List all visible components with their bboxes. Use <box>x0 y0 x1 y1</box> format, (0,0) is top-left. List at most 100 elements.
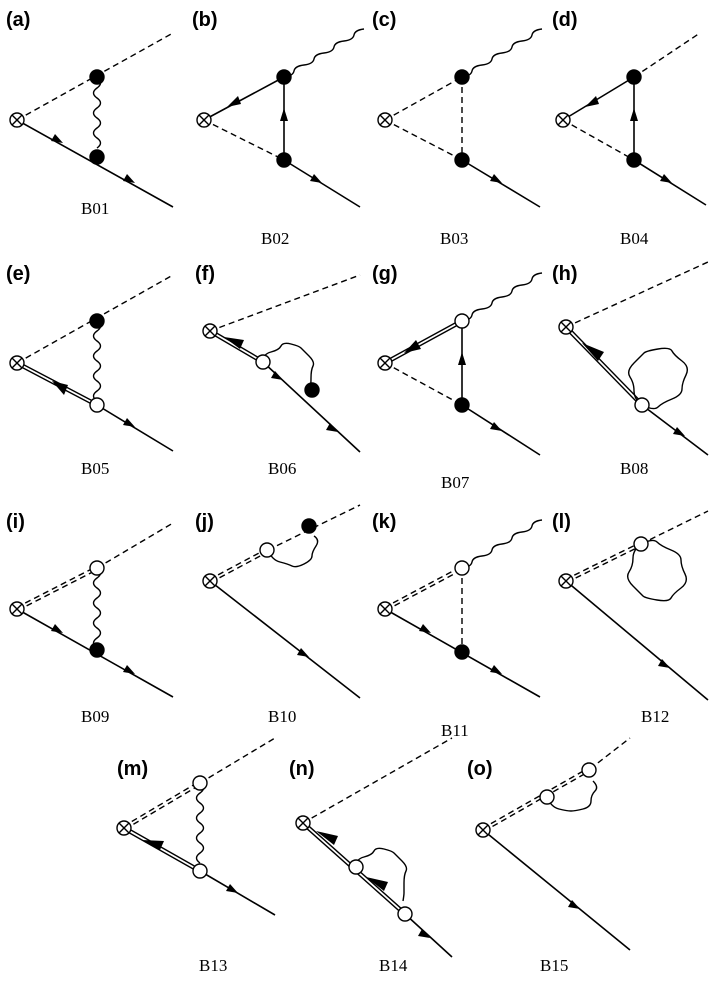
dashed-line <box>96 522 174 569</box>
arrow-icon <box>458 352 466 365</box>
wavy-line <box>461 519 543 569</box>
diagram-name: B01 <box>81 199 109 218</box>
panel-label: (e) <box>6 263 30 285</box>
fermion-line <box>96 404 174 452</box>
arrow-icon <box>585 96 599 107</box>
vertex-open <box>581 762 597 778</box>
panel-m: (m) B13 <box>116 737 276 975</box>
arrow-icon <box>316 831 338 845</box>
otimes-icon <box>202 573 218 589</box>
wavy-line <box>546 780 598 812</box>
wavy-line <box>461 272 543 322</box>
vertex-open <box>192 775 208 791</box>
vertex-open <box>454 313 470 329</box>
wavy-line <box>627 347 689 410</box>
vertex-open <box>255 354 271 370</box>
vertex-open <box>539 789 555 805</box>
dashed-line <box>209 274 361 332</box>
arrow-icon <box>658 659 670 668</box>
vertex-open <box>192 863 208 879</box>
panel-c: (c) B03 <box>372 9 543 248</box>
otimes-icon <box>202 323 218 339</box>
panel-o: (o) B15 <box>467 737 631 975</box>
wavy-line <box>626 539 688 602</box>
diagram-name: B15 <box>540 956 568 975</box>
dashed-line <box>384 362 463 406</box>
panel-n: (n) B14 <box>289 737 453 975</box>
fermion-line <box>199 870 276 916</box>
arrow-icon <box>419 624 431 633</box>
panel-h: (h) B08 <box>552 261 709 478</box>
diagram-name: B10 <box>268 707 296 726</box>
vertex-filled <box>454 69 470 85</box>
vertex-open <box>634 397 650 413</box>
arrow-icon <box>490 665 502 674</box>
panel-label: (j) <box>195 511 214 533</box>
diagram-name: B05 <box>81 459 109 478</box>
panel-i: (i) B09 <box>6 511 174 726</box>
vertex-open <box>397 906 413 922</box>
arrow-icon <box>51 134 63 143</box>
arrow-icon <box>226 884 238 893</box>
vertex-open <box>89 560 105 576</box>
vertex-open <box>259 542 275 558</box>
diagram-name: B06 <box>268 459 296 478</box>
wavy-line <box>355 847 408 902</box>
dashed-line <box>384 76 463 121</box>
arrow-icon <box>142 840 164 850</box>
panel-label: (d) <box>552 9 578 31</box>
arrow-icon <box>418 929 430 938</box>
arrow-icon <box>582 343 604 361</box>
vertex-filled <box>304 382 320 398</box>
otimes-icon <box>377 355 393 371</box>
fermion-line <box>283 159 361 208</box>
wavy-line <box>92 320 102 402</box>
panel-e: (e) B05 <box>6 263 174 478</box>
dashed-line <box>302 737 453 824</box>
vertex-filled <box>454 152 470 168</box>
panel-g: (g) B07 <box>372 263 543 492</box>
panel-b: (b) B02 <box>192 9 365 248</box>
panel-label: (l) <box>552 511 571 533</box>
arrow-icon <box>224 337 244 349</box>
wavy-line <box>262 342 315 386</box>
otimes-icon <box>9 112 25 128</box>
panel-j: (j) B10 <box>195 504 361 726</box>
diagram-name: B13 <box>199 956 227 975</box>
diagram-name: B04 <box>620 229 649 248</box>
panel-label: (a) <box>6 9 30 31</box>
panel-label: (i) <box>6 511 25 533</box>
panel-l: (l) B12 <box>552 510 709 726</box>
panel-label: (c) <box>372 9 396 31</box>
arrow-icon <box>404 340 421 353</box>
fermion-line <box>209 580 361 699</box>
fermion-line <box>565 580 709 701</box>
diagram-name: B03 <box>440 229 468 248</box>
vertex-filled <box>301 518 317 534</box>
vertex-open <box>633 536 649 552</box>
diagram-name: B08 <box>620 459 648 478</box>
arrow-icon <box>326 423 338 432</box>
vertex-filled <box>626 152 642 168</box>
diagram-name: B07 <box>441 473 470 492</box>
dashed-line <box>640 510 709 545</box>
panel-label: (g) <box>372 263 398 285</box>
otimes-icon <box>295 815 311 831</box>
vertex-filled <box>276 69 292 85</box>
arrow-icon <box>123 418 135 427</box>
arrow-icon <box>568 900 580 909</box>
vertex-filled <box>454 644 470 660</box>
panel-label: (k) <box>372 511 396 533</box>
dashed-line <box>633 32 701 78</box>
diagram-name: B12 <box>641 707 669 726</box>
arrow-icon <box>673 427 685 436</box>
vertex-filled <box>89 69 105 85</box>
otimes-icon <box>377 112 393 128</box>
wavy-line <box>461 28 543 78</box>
arrow-icon <box>660 174 672 183</box>
vertex-filled <box>276 152 292 168</box>
otimes-icon <box>558 573 574 589</box>
panel-f: (f) B06 <box>195 263 361 478</box>
diagram-name: B02 <box>261 229 289 248</box>
otimes-icon <box>475 822 491 838</box>
